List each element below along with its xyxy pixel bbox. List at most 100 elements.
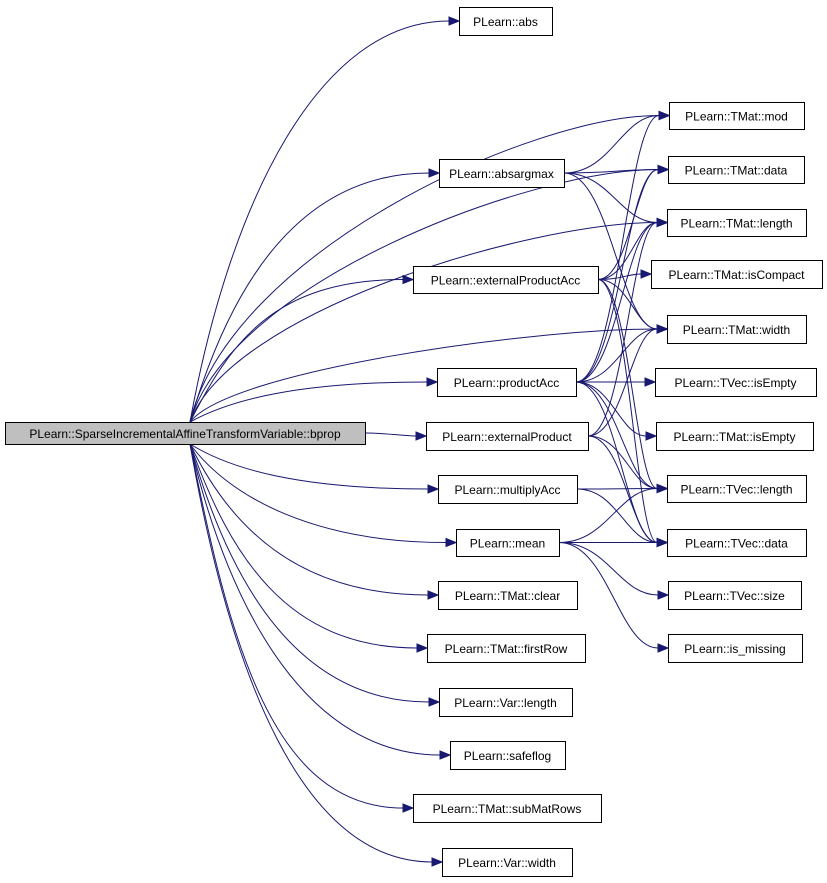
- function-node-mean[interactable]: PLearn::mean: [456, 529, 560, 557]
- edge-line: [597, 279, 658, 489]
- edge-line: [587, 328, 658, 437]
- edge-line: [189, 443, 429, 596]
- call-edge-mean-to-tvec-data: [559, 537, 669, 548]
- node-label: PLearn::TMat::mod: [685, 110, 788, 124]
- function-node-tmat-data[interactable]: PLearn::TMat::data: [668, 156, 805, 184]
- edge-line: [587, 435, 658, 543]
- root-function-node[interactable]: PLearn::SparseIncrementalAffineTransform…: [5, 422, 366, 445]
- function-node-var-length[interactable]: PLearn::Var::length: [439, 688, 573, 717]
- call-edge-externalProduct-to-tmat-length: [587, 217, 669, 437]
- function-node-abs[interactable]: PLearn::abs: [459, 7, 553, 36]
- node-label: PLearn::TMat::isCompact: [668, 268, 805, 282]
- edge-line: [189, 443, 441, 756]
- function-node-tmat-clear[interactable]: PLearn::TMat::clear: [438, 581, 578, 610]
- node-label: PLearn::TMat::isEmpty: [673, 430, 795, 444]
- function-node-productAcc[interactable]: PLearn::productAcc: [437, 368, 577, 397]
- node-label: PLearn::absargmax: [449, 167, 554, 181]
- call-edge-bprop-to-productAcc: [189, 377, 439, 423]
- function-node-safeflog[interactable]: PLearn::safeflog: [450, 741, 566, 770]
- edge-line: [189, 443, 447, 543]
- node-label: PLearn::Var::width: [458, 856, 556, 870]
- node-box: [459, 7, 553, 36]
- function-node-tmat-firstRow[interactable]: PLearn::TMat::firstRow: [427, 634, 586, 663]
- function-node-tvec-size[interactable]: PLearn::TVec::size: [668, 581, 802, 610]
- call-edge-productAcc-to-tvec-data: [575, 381, 669, 548]
- function-node-tvec-isEmpty[interactable]: PLearn::TVec::isEmpty: [655, 368, 817, 397]
- edge-line: [576, 488, 658, 543]
- edge-line: [563, 172, 658, 223]
- call-edge-bprop-to-mean: [189, 443, 458, 548]
- arrowhead-icon: [657, 643, 670, 653]
- arrowhead-icon: [657, 164, 670, 175]
- node-label: PLearn::productAcc: [454, 376, 559, 390]
- node-box: [667, 529, 807, 557]
- call-edge-bprop-to-var-width: [189, 443, 444, 867]
- node-label: PLearn::TVec::size: [684, 589, 785, 603]
- node-label: PLearn::is_missing: [684, 642, 785, 656]
- arrowhead-icon: [427, 590, 440, 600]
- call-edge-mean-to-tvec-length: [558, 483, 669, 543]
- node-label: PLearn::TVec::data: [685, 537, 788, 551]
- node-label: PLearn::TMat::subMatRows: [433, 802, 582, 816]
- node-box: [667, 315, 807, 344]
- call-edge-productAcc-to-tmat-length: [575, 217, 669, 383]
- node-box: [668, 156, 805, 184]
- arrowhead-icon: [416, 643, 429, 653]
- call-edge-mean-to-tvec-size: [558, 542, 670, 600]
- arrowhead-icon: [658, 110, 671, 121]
- node-box: [668, 581, 802, 610]
- node-label: PLearn::multiplyAcc: [454, 483, 560, 497]
- call-edge-bprop-to-tmat-width: [189, 324, 669, 423]
- node-label: PLearn::SparseIncrementalAffineTransform…: [29, 427, 341, 441]
- function-node-tvec-length[interactable]: PLearn::TVec::length: [667, 475, 807, 503]
- function-node-tmat-subMatRows[interactable]: PLearn::TMat::subMatRows: [413, 794, 602, 823]
- arrowhead-icon: [448, 16, 461, 26]
- arrowhead-icon: [402, 274, 415, 285]
- edge-line: [575, 381, 647, 437]
- function-node-absargmax[interactable]: PLearn::absargmax: [439, 159, 565, 188]
- call-edge-productAcc-to-tmat-data: [575, 164, 670, 383]
- function-node-tmat-isCompact[interactable]: PLearn::TMat::isCompact: [651, 260, 823, 289]
- function-node-tmat-width[interactable]: PLearn::TMat::width: [667, 315, 807, 344]
- arrowhead-icon: [439, 750, 452, 760]
- call-edge-externalProductAcc-to-tmat-isCompact: [597, 269, 653, 280]
- node-box: [669, 102, 805, 130]
- arrowhead-icon: [428, 168, 441, 178]
- function-node-externalProduct[interactable]: PLearn::externalProduct: [426, 422, 589, 451]
- call-edge-bprop-to-multiplyAcc: [189, 443, 440, 494]
- edge-line: [575, 381, 658, 489]
- edge-line: [587, 222, 658, 437]
- node-box: [5, 422, 366, 445]
- call-edge-bprop-to-tmat-subMatRows: [189, 443, 415, 813]
- node-label: PLearn::externalProduct: [442, 430, 572, 444]
- node-box: [667, 475, 807, 503]
- edge-line: [597, 279, 658, 543]
- edge-line: [189, 443, 404, 809]
- call-edge-bprop-to-absargmax: [189, 168, 441, 423]
- edge-line: [189, 443, 429, 490]
- function-node-tmat-isEmpty[interactable]: PLearn::TMat::isEmpty: [656, 422, 814, 451]
- call-edge-bprop-to-abs: [189, 16, 461, 423]
- node-box: [651, 260, 823, 289]
- node-label: PLearn::TMat::firstRow: [445, 642, 568, 656]
- call-edge-bprop-to-tmat-clear: [189, 443, 440, 600]
- arrowhead-icon: [426, 377, 439, 387]
- node-label: PLearn::Var::length: [454, 696, 557, 710]
- function-node-var-width[interactable]: PLearn::Var::width: [442, 848, 573, 877]
- node-box: [655, 368, 817, 397]
- arrowhead-icon: [644, 377, 657, 387]
- arrowhead-icon: [657, 590, 670, 600]
- function-node-multiplyAcc[interactable]: PLearn::multiplyAcc: [438, 475, 578, 504]
- node-label: PLearn::TMat::length: [680, 217, 792, 231]
- call-edge-mean-to-is-missing: [558, 542, 670, 653]
- function-node-tvec-data[interactable]: PLearn::TVec::data: [667, 529, 807, 557]
- function-node-tmat-length[interactable]: PLearn::TMat::length: [667, 209, 807, 237]
- arrowhead-icon: [656, 324, 669, 334]
- arrowhead-icon: [415, 431, 428, 441]
- function-node-is-missing[interactable]: PLearn::is_missing: [668, 634, 803, 663]
- function-node-tmat-mod[interactable]: PLearn::TMat::mod: [669, 102, 805, 130]
- nodes-layer: PLearn::SparseIncrementalAffineTransform…: [5, 7, 823, 877]
- edge-line: [575, 115, 660, 383]
- function-node-externalProductAcc[interactable]: PLearn::externalProductAcc: [413, 266, 599, 294]
- node-box: [439, 159, 565, 188]
